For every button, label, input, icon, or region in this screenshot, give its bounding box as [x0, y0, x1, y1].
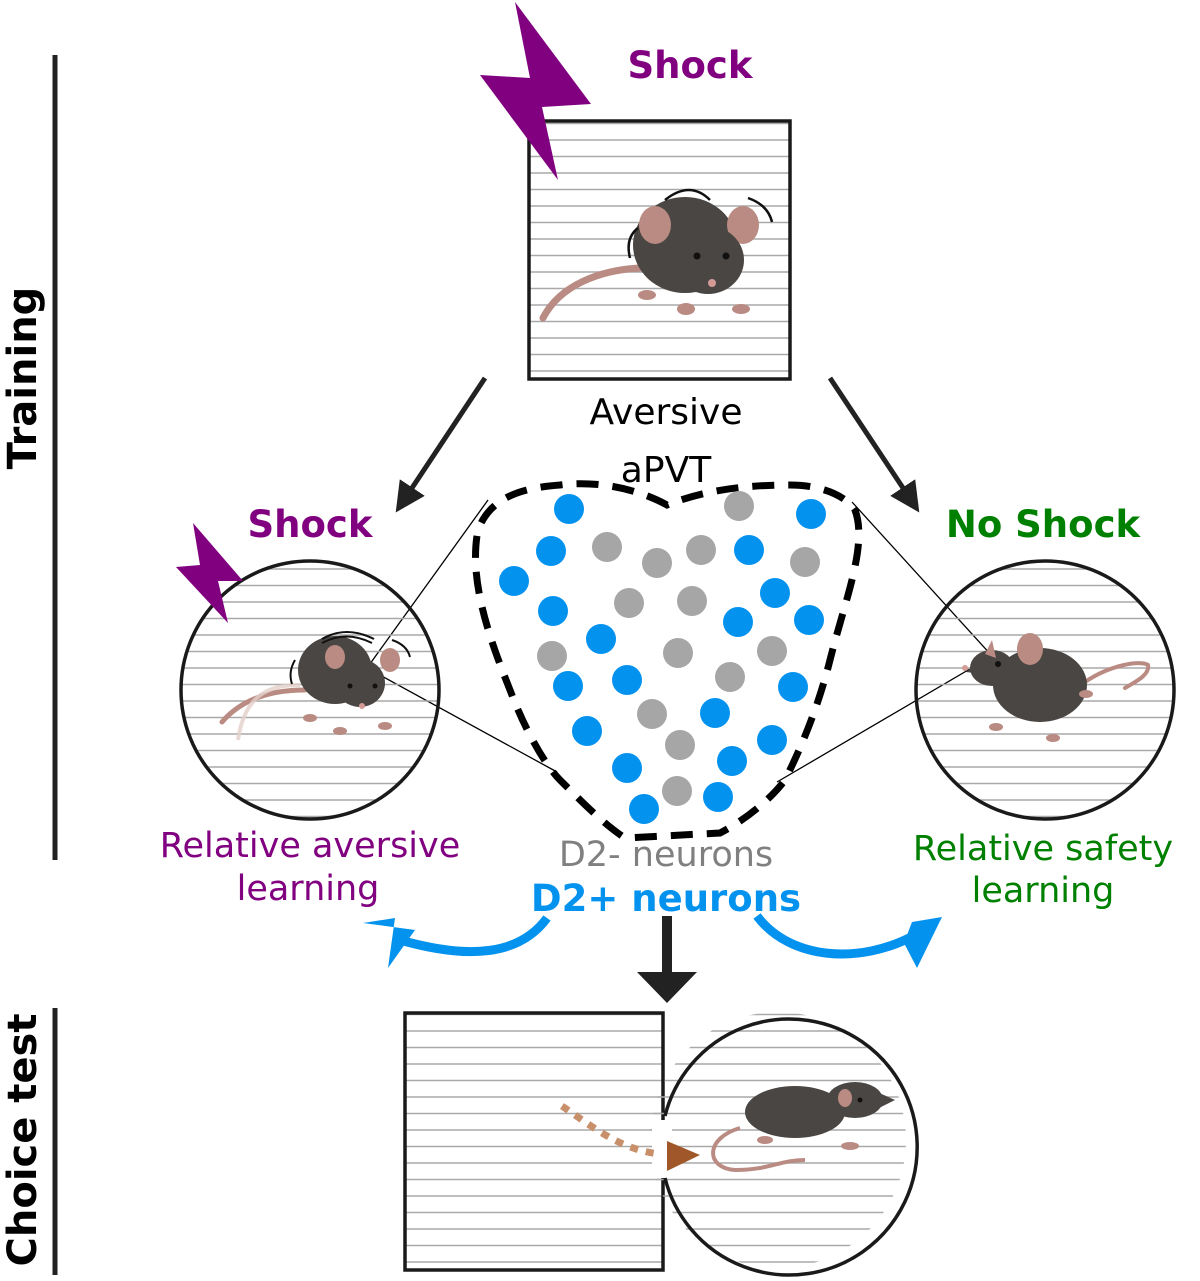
d2-plus-neuron [700, 698, 730, 728]
mouse-freezing-icon [539, 188, 774, 322]
d2-plus-neuron [612, 665, 642, 695]
d2-plus-neuron [554, 494, 584, 524]
lightning-icon [480, 2, 591, 180]
mouse-trajectory [560, 1103, 661, 1158]
d2-plus-neuron [734, 535, 764, 565]
d2-plus-neuron [553, 671, 583, 701]
d2-minus-neuron [686, 535, 716, 565]
arrow-d2-to-safety-head [904, 917, 942, 968]
d2-minus-neuron [642, 548, 672, 578]
apvt-label: aPVT [621, 450, 712, 491]
trajectory-arrowhead [667, 1141, 700, 1171]
aversive-learning-line1: Relative aversive [160, 826, 461, 866]
d2-minus-neuron [637, 699, 667, 729]
no-shock-label: No Shock [946, 503, 1142, 546]
aversive-context-label: Aversive [590, 392, 743, 433]
d2-minus-neuron [592, 532, 622, 562]
arrow-d2-to-safety [753, 913, 918, 959]
d2-plus-neuron [703, 782, 733, 812]
d2-minus-neuron [662, 776, 692, 806]
d2-plus-neuron [612, 753, 642, 783]
d2-plus-neuron [760, 578, 790, 608]
d2-plus-neuron [538, 596, 568, 626]
small-lightning-icon [176, 523, 243, 623]
d2-plus-neuron [629, 794, 659, 824]
mouse-choice-icon [711, 1082, 895, 1173]
apvt-outline [472, 480, 863, 842]
mouse-shocked-icon [219, 631, 411, 741]
d2-minus-neuron [715, 662, 745, 692]
arrow-to-no-shock [827, 376, 920, 513]
top-shock-label: Shock [628, 44, 754, 87]
d2-minus-neuron [537, 641, 567, 671]
d2-minus-neuron [724, 491, 754, 521]
d2-plus-neuron [572, 716, 602, 746]
d2-minus-neuron [614, 588, 644, 618]
d2-plus-legend: D2+ neurons [531, 877, 801, 920]
safety-learning-line2: learning [972, 871, 1115, 911]
arrow-d2-to-aversive-head [363, 918, 415, 968]
left-shock-label: Shock [248, 503, 374, 546]
choice-test-label: Choice test [0, 1014, 46, 1267]
arrow-to-shock [395, 376, 488, 513]
d2-minus-neuron [790, 547, 820, 577]
mouse-exploring-icon [962, 633, 1151, 742]
d2-plus-neuron [778, 672, 808, 702]
choice-chamber-circle [650, 1012, 919, 1277]
d2-plus-neuron [723, 607, 753, 637]
safety-learning-line1: Relative safety [913, 829, 1173, 869]
d2-plus-neuron [794, 605, 824, 635]
d2-plus-neuron [796, 499, 826, 529]
d2-plus-neuron [757, 725, 787, 755]
d2-plus-neuron [499, 566, 529, 596]
d2-plus-neuron [586, 624, 616, 654]
d2-plus-neuron [717, 746, 747, 776]
d2-plus-neuron [536, 536, 566, 566]
training-label: Training [0, 287, 46, 470]
d2-minus-neuron [665, 730, 695, 760]
neuron-dots [499, 491, 826, 824]
arrow-d2-to-aversive [398, 915, 551, 957]
arrow-to-choice-test-head [637, 972, 697, 1003]
d2-minus-neuron [677, 586, 707, 616]
d2-minus-legend: D2- neurons [559, 835, 773, 875]
d2-minus-neuron [663, 638, 693, 668]
aversive-learning-line2: learning [237, 869, 380, 909]
choice-chamber-square [403, 1011, 665, 1272]
d2-minus-neuron [757, 636, 787, 666]
